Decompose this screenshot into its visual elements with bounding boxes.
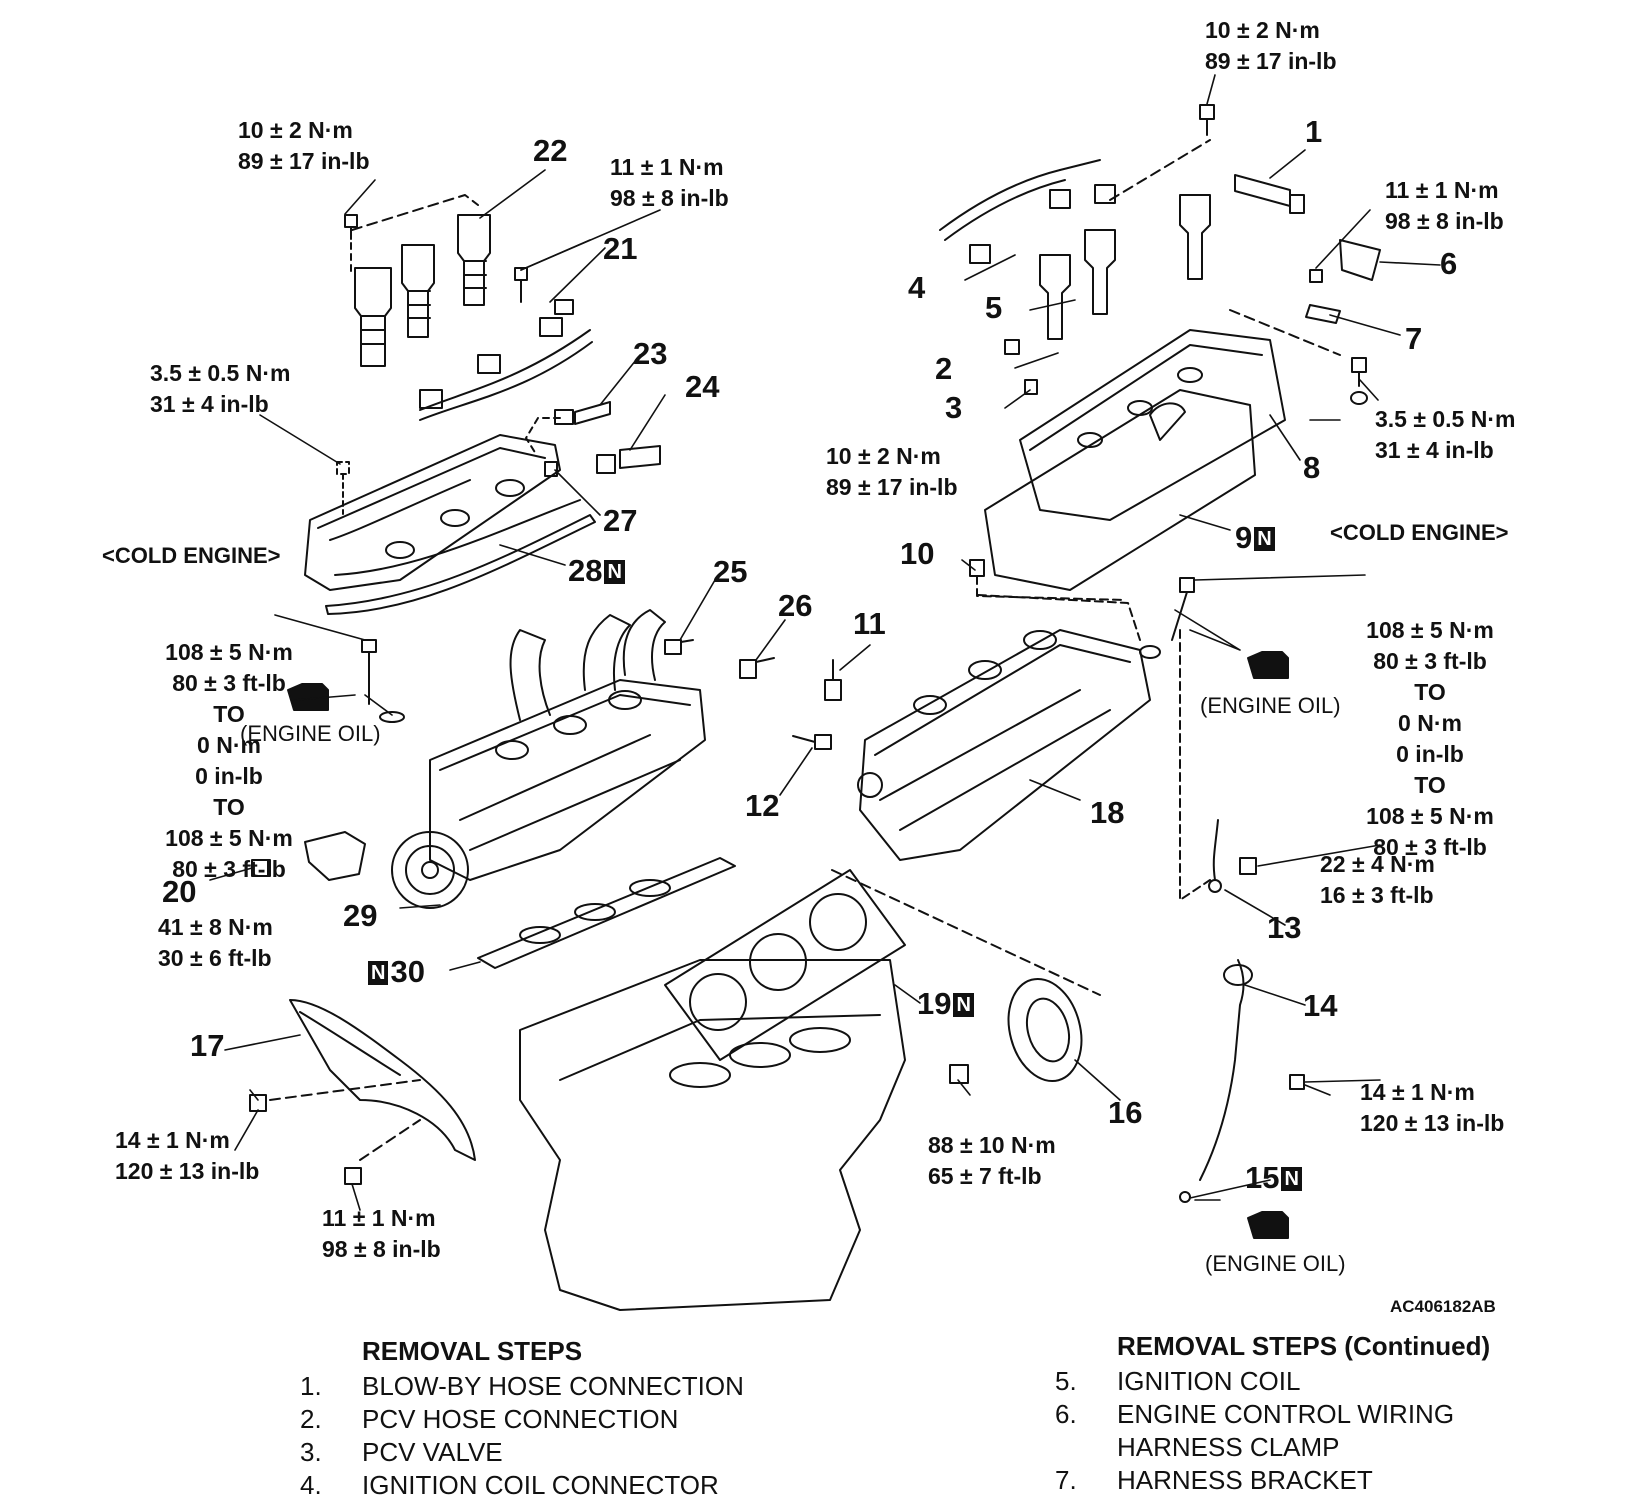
callout-24: 24 xyxy=(685,369,720,404)
engine-oil-label-right: (ENGINE OIL) xyxy=(1200,693,1341,718)
callout-27: 27 xyxy=(603,503,638,538)
callout-29: 29 xyxy=(343,898,378,933)
removal-step: 4.IGNITION COIL CONNECTOR xyxy=(300,1470,719,1500)
callout-1: 1 xyxy=(1305,114,1323,149)
removal-step: 7.HARNESS BRACKET xyxy=(1055,1465,1373,1495)
callout-26: 26 xyxy=(778,588,813,623)
leader-lines xyxy=(209,74,1441,1211)
removal-step: 6.ENGINE CONTROL WIRING xyxy=(1055,1399,1455,1429)
callout-2: 2 xyxy=(935,351,953,386)
cold-engine-label-right: <COLD ENGINE> xyxy=(1330,520,1509,545)
cold-engine-label-left: <COLD ENGINE> xyxy=(102,543,281,568)
right-cam-sprocket xyxy=(831,869,1101,1084)
callout-20: 20 xyxy=(162,874,197,909)
engine-block xyxy=(519,959,906,1311)
removal-steps: REMOVAL STEPS 1.BLOW-BY HOSE CONNECTION … xyxy=(300,1335,744,1502)
new-part-mark: N xyxy=(1254,527,1275,551)
right-dipstick-parts xyxy=(1179,629,1305,1203)
engine-oil-label-bottom: (ENGINE OIL) xyxy=(1205,1251,1346,1276)
callout-23: 23 xyxy=(633,336,668,371)
removal-steps-title: REMOVAL STEPS xyxy=(362,1336,583,1366)
removal-step: 2.PCV HOSE CONNECTION xyxy=(300,1404,679,1434)
removal-steps-continued: REMOVAL STEPS (Continued) 5.IGNITION COI… xyxy=(1055,1330,1490,1497)
callout-13: 13 xyxy=(1267,910,1302,945)
left-pcv-hoses xyxy=(525,401,661,477)
removal-step: HARNESS CLAMP xyxy=(1117,1432,1340,1462)
left-ignition-coils xyxy=(344,194,491,367)
left-harness xyxy=(419,267,593,421)
callout-6: 6 xyxy=(1440,246,1458,281)
timing-belt-cover xyxy=(249,999,476,1185)
removal-step: 5.IGNITION COIL xyxy=(1055,1366,1301,1396)
new-part-mark: N xyxy=(953,993,974,1017)
callout-12: 12 xyxy=(745,788,780,823)
oil-can-icons xyxy=(287,651,1289,1239)
removal-step: 3.PCV VALVE xyxy=(300,1437,503,1467)
callout-7: 7 xyxy=(1405,321,1423,356)
callout-17: 17 xyxy=(190,1028,225,1063)
callout-14: 14 xyxy=(1303,988,1338,1023)
right-rocker-cover xyxy=(969,239,1381,601)
callout-4: 4 xyxy=(908,270,926,305)
callout-18: 18 xyxy=(1090,795,1125,830)
right-cylinder-head xyxy=(792,577,1195,861)
callout-11: 11 xyxy=(853,606,886,641)
callout-25: 25 xyxy=(713,554,748,589)
right-head-gasket xyxy=(664,869,906,1061)
callout-5: 5 xyxy=(985,290,1003,325)
callout-21: 21 xyxy=(603,231,638,266)
new-part-mark: N xyxy=(604,560,625,584)
engine-oil-label-left: (ENGINE OIL) xyxy=(240,721,381,746)
left-head-gasket xyxy=(477,857,736,969)
callout-16: 16 xyxy=(1108,1095,1143,1130)
left-cylinder-head xyxy=(251,609,775,909)
new-part-mark: N xyxy=(1281,1167,1302,1191)
callout-22: 22 xyxy=(533,133,568,168)
callout-10: 10 xyxy=(900,536,935,571)
new-part-mark: N xyxy=(368,961,389,985)
callout-3: 3 xyxy=(945,390,963,425)
removal-steps-continued-title: REMOVAL STEPS (Continued) xyxy=(1117,1331,1491,1361)
left-rocker-cover xyxy=(304,434,596,615)
callout-8: 8 xyxy=(1303,450,1321,485)
right-harness-and-coils xyxy=(939,104,1305,340)
figure-id: AC406182AB xyxy=(1390,1297,1496,1316)
removal-step: 1.BLOW-BY HOSE CONNECTION xyxy=(300,1371,744,1401)
